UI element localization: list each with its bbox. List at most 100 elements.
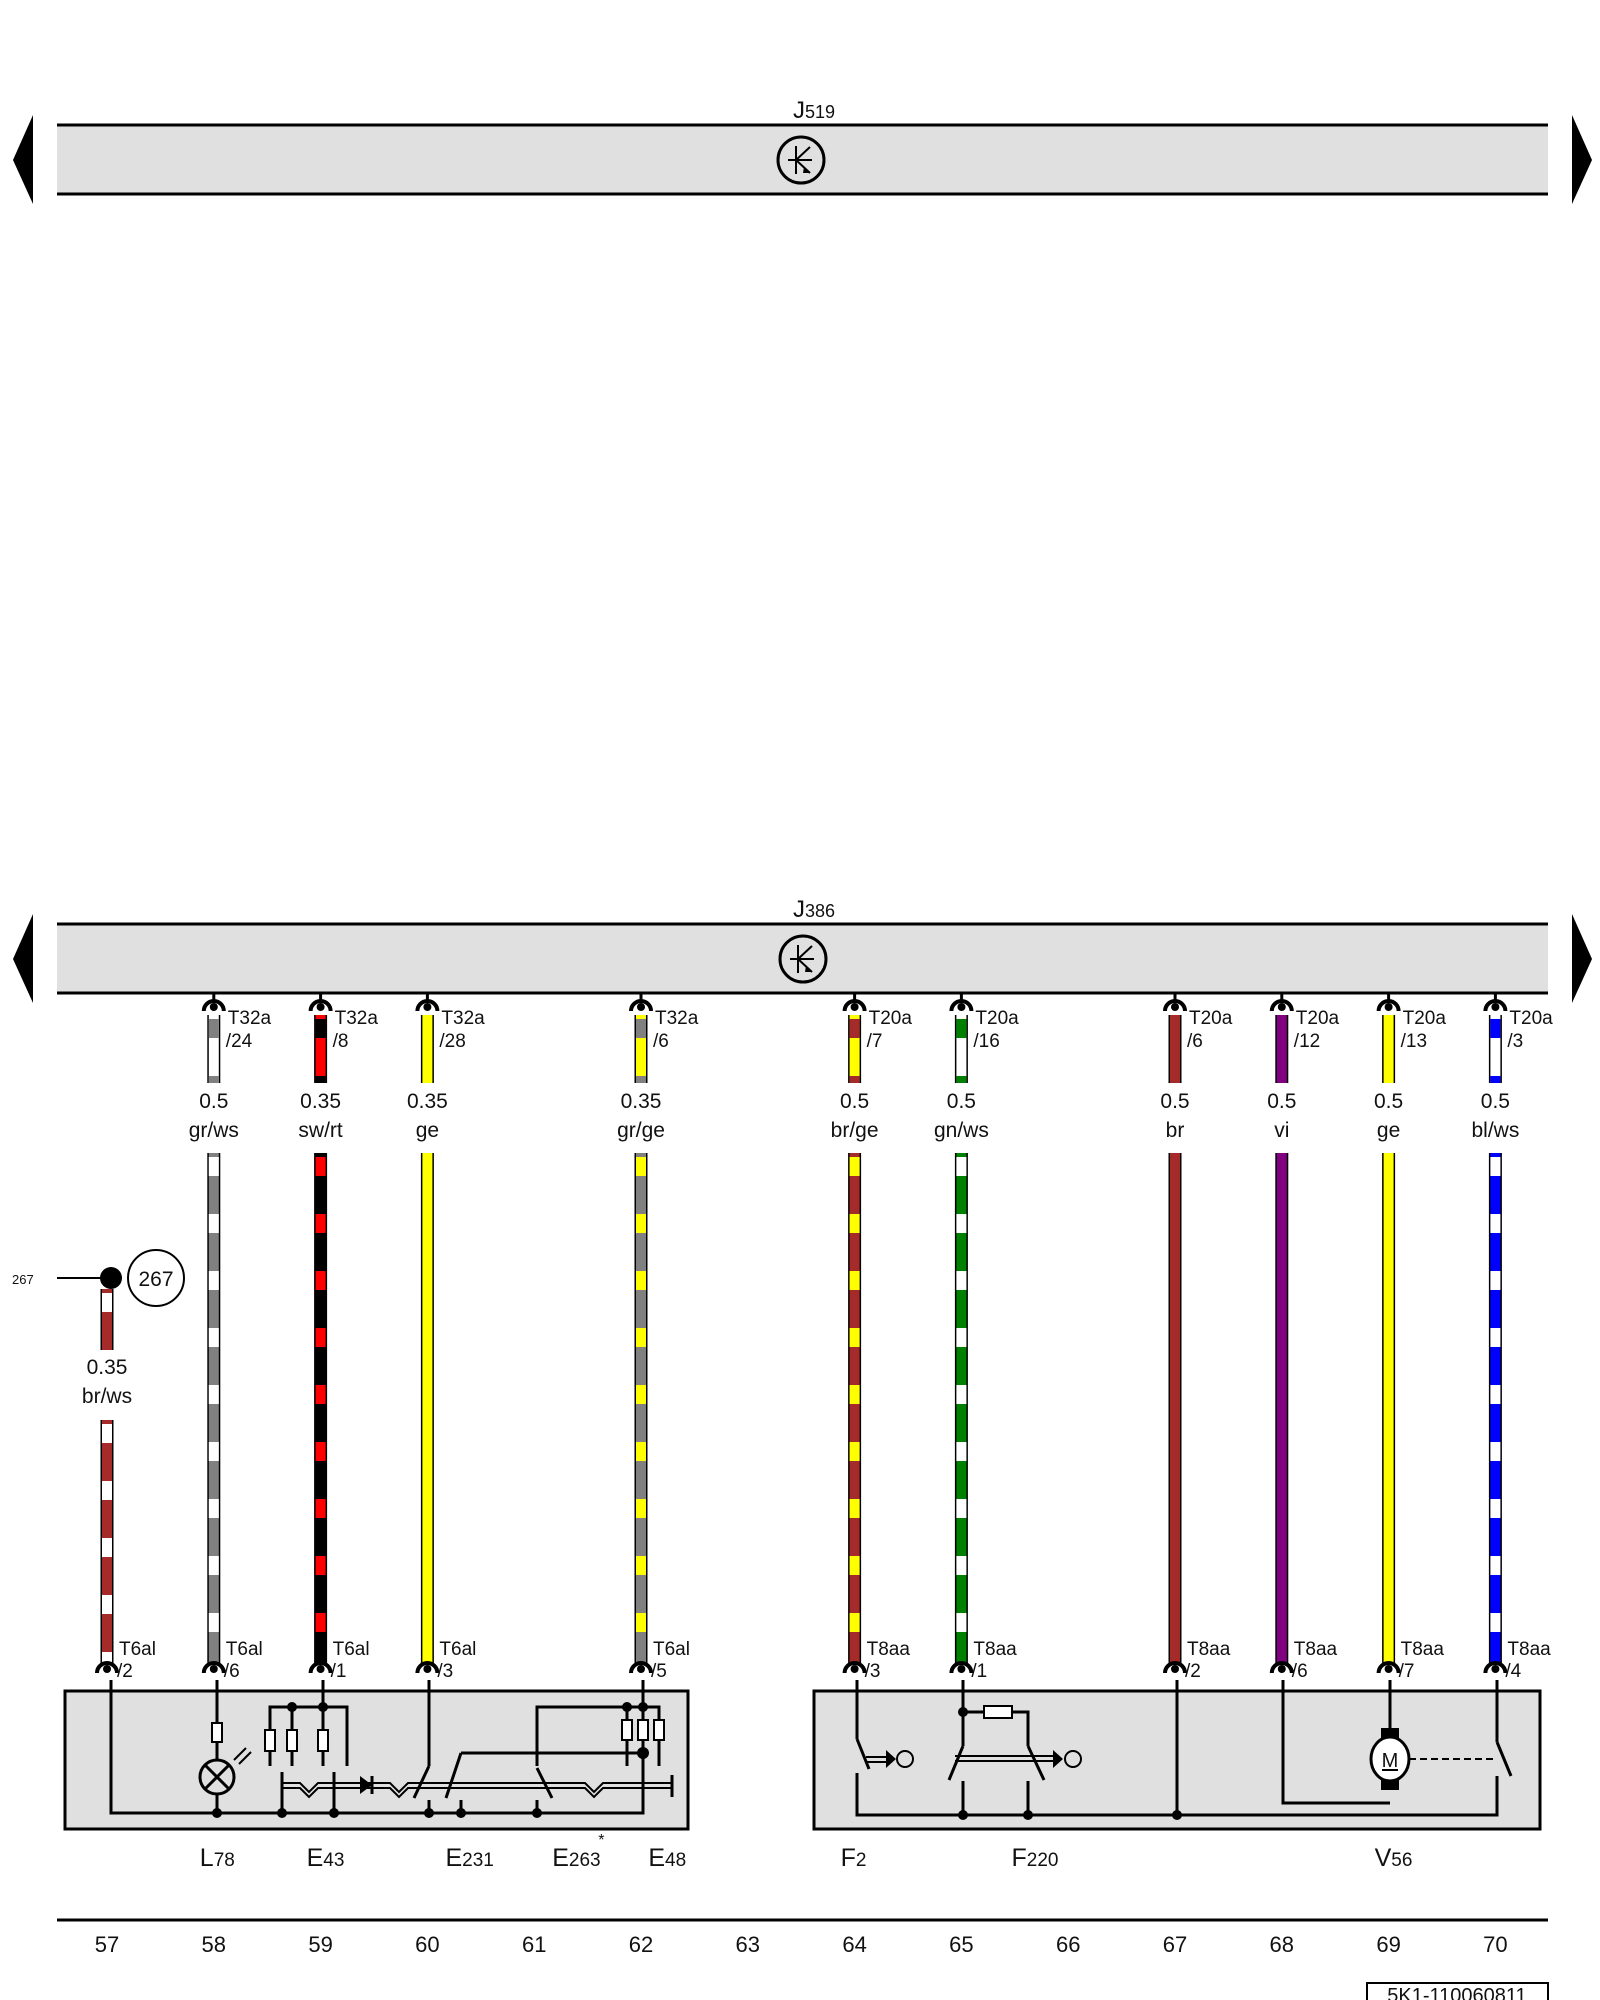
page-prev-arrow-icon[interactable]: [13, 914, 33, 1003]
connector-pin-icon: [1163, 999, 1187, 1012]
wire-size: 0.5: [1267, 1090, 1296, 1113]
wire-size: 0.5: [1160, 1090, 1189, 1113]
connector-pin-icon: [1269, 999, 1294, 1012]
pin-bottom-label: /5: [651, 1661, 667, 1682]
connector-pin-icon: [201, 1661, 226, 1674]
connector-pin-icon: [415, 999, 440, 1012]
page-next-arrow-icon[interactable]: [1572, 115, 1592, 204]
pin-bottom-label: /6: [1292, 1661, 1308, 1682]
connector-bottom-label: T8aa: [1187, 1639, 1231, 1660]
reference-circle: [127, 1249, 185, 1307]
reference-267[interactable]: 267 267: [12, 1249, 185, 1307]
connector-top-label: T20a: [1509, 1008, 1553, 1029]
junction-dot: [100, 1267, 122, 1289]
connector-pin-icon: [308, 1661, 333, 1674]
component-number: 56: [1391, 1850, 1412, 1871]
column-number: 62: [629, 1932, 653, 1957]
connector-top-label: T32a: [655, 1008, 699, 1029]
connector-bottom-label: T8aa: [867, 1639, 911, 1660]
component-number: 231: [462, 1850, 494, 1871]
connector-bottom-label: T6al: [333, 1639, 370, 1660]
pin-top-label: /8: [333, 1031, 349, 1052]
component-label[interactable]: E231: [445, 1844, 493, 1872]
lamp-l78-icon: [198, 1680, 252, 1818]
component-prefix: E: [648, 1844, 665, 1872]
component-number: 78: [214, 1850, 235, 1871]
module-label: J519: [793, 97, 835, 124]
connector-pin-icon: [1269, 1661, 1294, 1674]
connector-pin-icon: [949, 999, 974, 1012]
wire-color-code: br/ge: [831, 1119, 879, 1142]
pin-bottom-label: /1: [971, 1661, 987, 1682]
component-prefix: L: [200, 1844, 214, 1872]
component-label[interactable]: F220: [1011, 1844, 1058, 1872]
component-number: 2: [856, 1850, 867, 1871]
motor-label: M: [1382, 1750, 1399, 1772]
pin-top-label: /12: [1294, 1031, 1320, 1052]
wire-color-code: gr/ge: [617, 1119, 665, 1142]
wire-color-code: ge: [416, 1119, 439, 1142]
motor-v56-icon: M: [1281, 1680, 1513, 1805]
ground-bus: [109, 1680, 645, 1815]
column-number: 61: [522, 1932, 546, 1957]
wire-size: 0.35: [87, 1356, 128, 1379]
connector-bottom-label: T6al: [119, 1639, 156, 1660]
wire-size: 0.5: [947, 1090, 976, 1113]
connector-pin-icon: [95, 1661, 119, 1674]
connector-pin-icon: [1483, 999, 1508, 1012]
module-j386[interactable]: J386: [57, 896, 1548, 995]
connector-top-label: T20a: [869, 1008, 913, 1029]
control-unit-icon: [778, 934, 828, 984]
component-label[interactable]: E48: [648, 1844, 686, 1872]
wire-size: 0.5: [1374, 1090, 1403, 1113]
component-label[interactable]: E43: [307, 1844, 345, 1872]
wire-color-code: br: [1166, 1119, 1185, 1142]
column-number: 58: [202, 1932, 226, 1957]
connector-pin-icon: [1376, 999, 1401, 1012]
wire-size: 0.35: [300, 1090, 341, 1113]
component-box-left: [63, 1680, 690, 1831]
connector-bottom-label: T6al: [439, 1639, 476, 1660]
wire-color-code: vi: [1274, 1119, 1289, 1142]
connector-pin-icon: [1483, 1661, 1508, 1674]
module-j519[interactable]: J519: [57, 97, 1548, 196]
pin-bottom-label: /2: [1185, 1661, 1201, 1682]
wire-color-code: ge: [1377, 1119, 1400, 1142]
page-next-arrow-icon[interactable]: [1572, 914, 1592, 1003]
connector-pin-icon: [1376, 1661, 1401, 1674]
reference-circle-label: 267: [138, 1268, 173, 1291]
connector-top-label: T20a: [975, 1008, 1019, 1029]
column-number: 59: [308, 1932, 332, 1957]
component-label[interactable]: L78: [200, 1844, 235, 1872]
connector-pin-icon: [842, 999, 867, 1012]
component-number: 43: [323, 1850, 344, 1871]
wire-color-code: gr/ws: [189, 1119, 239, 1142]
component-label[interactable]: F2: [841, 1844, 867, 1872]
pin-top-label: /13: [1401, 1031, 1427, 1052]
connector-bottom-label: T8aa: [973, 1639, 1017, 1660]
component-label[interactable]: V56: [1375, 1844, 1413, 1872]
component-box-right: M: [812, 1680, 1542, 1831]
component-label[interactable]: E263: [552, 1844, 600, 1872]
page-prev-arrow-icon[interactable]: [13, 115, 33, 204]
component-note: *: [598, 1832, 604, 1849]
pin-bottom-label: /3: [437, 1661, 453, 1682]
connector-pin-icon: [201, 999, 226, 1012]
column-number: 63: [736, 1932, 760, 1957]
switch-e48-icon: [621, 1680, 665, 1800]
connector-bottom-label: T6al: [653, 1639, 690, 1660]
connector-pin-icon: [949, 1661, 974, 1674]
